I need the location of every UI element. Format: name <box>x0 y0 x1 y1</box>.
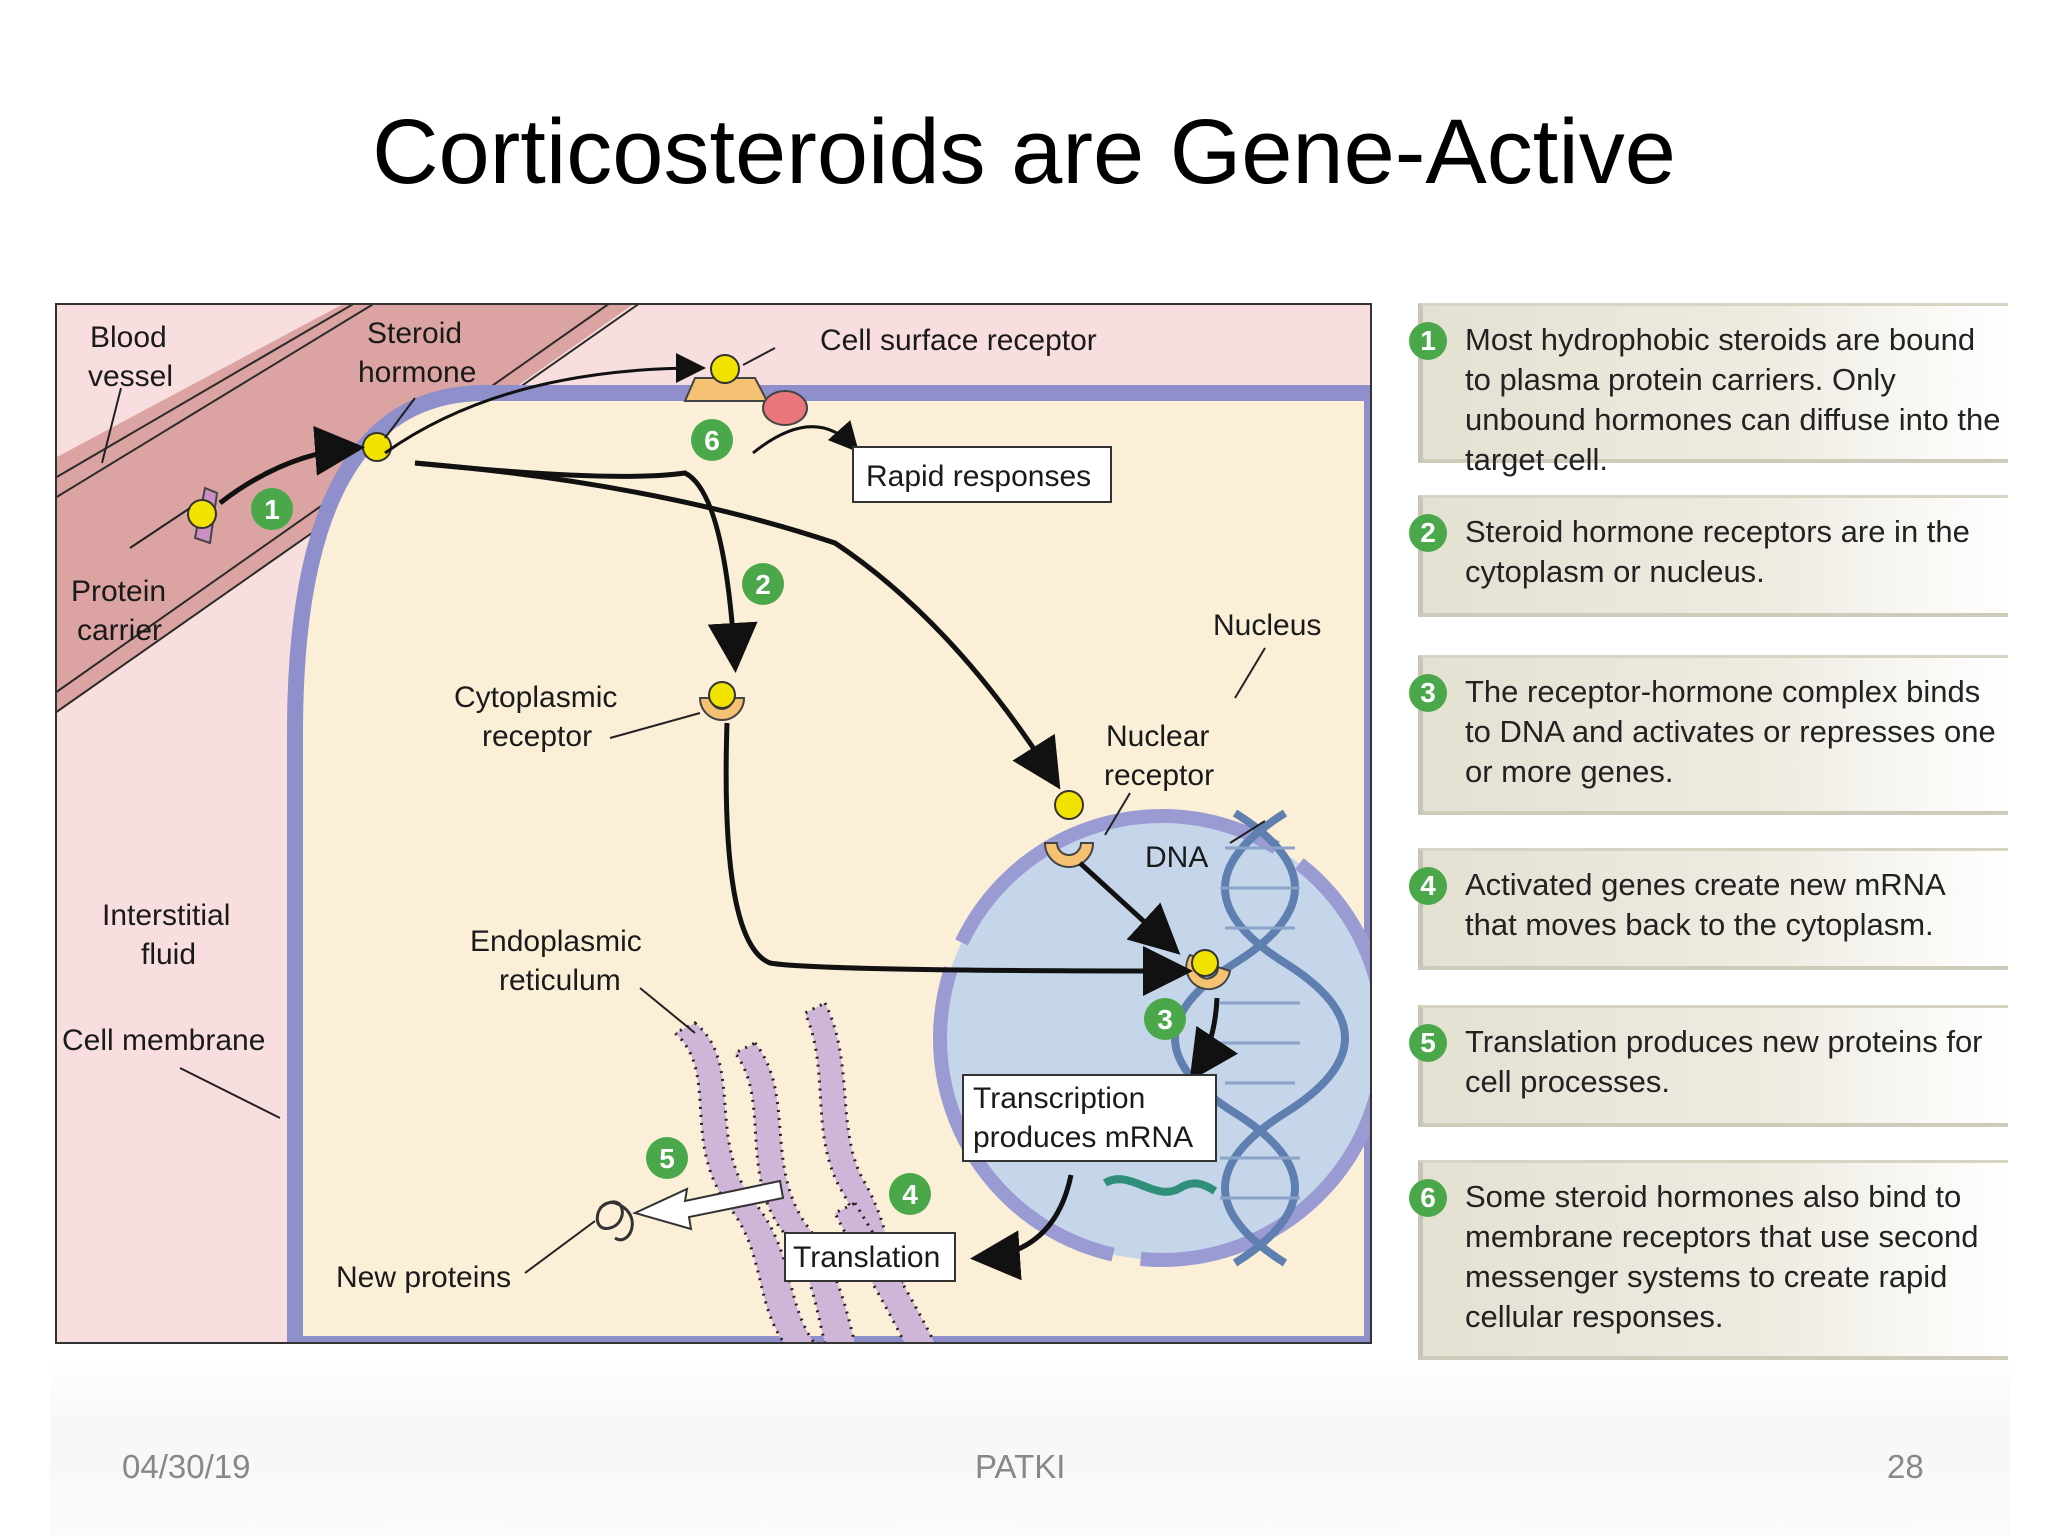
label-cytoplasmic-receptor-1: Cytoplasmic <box>454 681 617 714</box>
cell-surface-receptor <box>683 377 769 402</box>
g-protein <box>762 390 808 426</box>
footer-page-number: 28 <box>1887 1448 1924 1485</box>
step-3: 3 The receptor-hormone complex binds to … <box>1409 655 2008 815</box>
hormone-bound <box>187 499 217 529</box>
label-protein-carrier-1: Protein <box>71 575 166 608</box>
step-4-text: Activated genes create new mRNA that mov… <box>1465 867 1945 942</box>
label-er-1: Endoplasmic <box>470 925 642 958</box>
rapid-responses-box <box>852 446 1112 503</box>
step-2-text: Steroid hormone receptors are in the cyt… <box>1465 514 1970 589</box>
label-rapid-responses: Rapid responses <box>866 460 1091 493</box>
hormone-nuclear <box>1054 790 1084 820</box>
label-nuclear-receptor-1: Nuclear <box>1106 720 1209 753</box>
step-5: 5 Translation produces new proteins for … <box>1409 1005 2008 1127</box>
step-1-badge: 1 <box>1409 322 1447 360</box>
arrow-carrier-to-free <box>218 425 365 505</box>
arrow-mrna-to-translation <box>970 1174 1074 1281</box>
arrow-er-to-protein <box>632 1179 785 1231</box>
marker-1: 1 <box>251 488 293 530</box>
label-steroid-hormone-1: Steroid <box>367 317 462 350</box>
step-2-badge: 2 <box>1409 514 1447 552</box>
step-4-badge: 4 <box>1409 867 1447 905</box>
label-transcription-1: Transcription <box>973 1082 1145 1115</box>
footer-author: PATKI <box>975 1448 1066 1485</box>
step-3-text: The receptor-hormone complex binds to DN… <box>1465 674 1996 789</box>
arrow-cytoplasmic-to-dna <box>723 722 1193 996</box>
step-1: 1 Most hydrophobic steroids are bound to… <box>1409 303 2008 477</box>
label-interstitial-fluid-1: Interstitial <box>102 899 230 932</box>
marker-2: 2 <box>742 563 784 605</box>
step-5-text: Translation produces new proteins for ce… <box>1465 1024 1983 1099</box>
arrow-nuclear-to-dna <box>1078 861 1181 955</box>
new-protein <box>595 1200 634 1242</box>
label-dna: DNA <box>1145 841 1208 874</box>
marker-5: 5 <box>646 1137 688 1179</box>
label-blood-vessel-2: vessel <box>88 360 173 393</box>
mrna-strand <box>1102 1175 1218 1196</box>
step-6-text: Some steroid hormones also bind to membr… <box>1465 1179 1979 1334</box>
step-5-badge: 5 <box>1409 1024 1447 1062</box>
label-transcription-2: produces mRNA <box>973 1121 1193 1154</box>
footer-background <box>50 1360 2010 1536</box>
marker-4: 4 <box>889 1173 931 1215</box>
step-2: 2 Steroid hormone receptors are in the c… <box>1409 495 2008 617</box>
label-nuclear-receptor-2: receptor <box>1104 759 1214 792</box>
hormone-cytoplasmic <box>708 681 736 709</box>
footer-date: 04/30/19 <box>122 1448 251 1485</box>
step-6-badge: 6 <box>1409 1179 1447 1217</box>
steroid-pathway-diagram: Blood vessel Steroid hormone Cell surfac… <box>55 303 1372 1344</box>
arrow-rapid-response <box>752 420 859 455</box>
hormone-surface <box>710 354 740 384</box>
arrow-dna-to-transcription <box>1189 997 1238 1082</box>
slide-title: Corticosteroids are Gene-Active <box>372 101 1676 203</box>
marker-6: 6 <box>691 419 733 461</box>
translation-box <box>784 1232 956 1282</box>
label-translation: Translation <box>793 1241 940 1274</box>
arrow-to-nuclear <box>414 460 1061 790</box>
step-6: 6 Some steroid hormones also bind to mem… <box>1409 1160 2008 1360</box>
step-4: 4 Activated genes create new mRNA that m… <box>1409 848 2008 970</box>
step-markers: 1 2 3 4 5 6 <box>251 419 1186 1215</box>
label-blood-vessel-1: Blood <box>90 321 167 354</box>
label-cytoplasmic-receptor-2: receptor <box>482 720 592 753</box>
step-1-text: Most hydrophobic steroids are bound to p… <box>1465 322 2001 477</box>
svg-text:1: 1 <box>264 494 280 525</box>
label-cell-membrane: Cell membrane <box>62 1024 265 1057</box>
svg-text:5: 5 <box>659 1143 675 1174</box>
svg-text:2: 2 <box>755 569 771 600</box>
label-protein-carrier-2: carrier <box>77 614 162 647</box>
label-new-proteins: New proteins <box>336 1261 511 1294</box>
svg-text:6: 6 <box>704 425 720 456</box>
marker-3: 3 <box>1144 998 1186 1040</box>
svg-text:4: 4 <box>902 1179 918 1210</box>
nuclear-receptor <box>1043 842 1095 868</box>
diagram-labels: Blood vessel Steroid hormone Cell surfac… <box>62 317 1321 1294</box>
arrow-free-to-surface <box>384 353 706 455</box>
label-steroid-hormone-2: hormone <box>358 356 476 389</box>
label-cell-surface-receptor: Cell surface receptor <box>820 324 1097 357</box>
label-interstitial-fluid-2: fluid <box>141 938 196 971</box>
transcription-box <box>962 1074 1217 1162</box>
label-er-2: reticulum <box>499 964 621 997</box>
step-3-badge: 3 <box>1409 674 1447 712</box>
steps-panel: 1 Most hydrophobic steroids are bound to… <box>1409 303 2038 1360</box>
label-nucleus: Nucleus <box>1213 609 1321 642</box>
svg-text:3: 3 <box>1157 1004 1173 1035</box>
